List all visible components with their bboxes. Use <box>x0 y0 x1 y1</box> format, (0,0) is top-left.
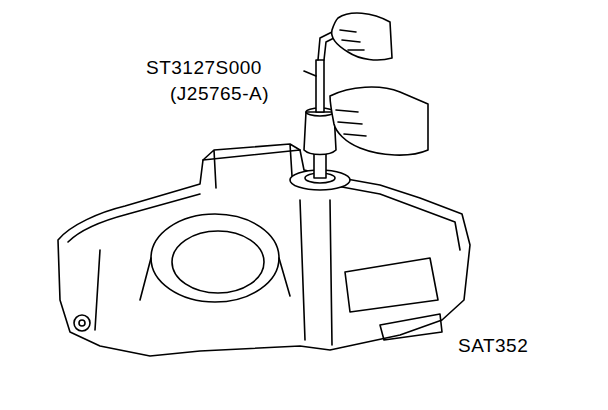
tool-number: (J25765-A) <box>170 84 269 105</box>
case-window <box>380 314 442 340</box>
case-window <box>345 258 438 312</box>
case-rib <box>95 200 332 345</box>
bolt <box>79 320 85 326</box>
hand-fingers <box>336 110 366 136</box>
hand-fingers <box>340 30 364 50</box>
case-outline <box>58 150 470 356</box>
figure-code: SAT352 <box>458 336 528 357</box>
tool-stem <box>316 60 324 112</box>
bell-inner <box>172 231 264 293</box>
case-hump <box>203 144 300 188</box>
flange-edge <box>68 180 460 250</box>
bolt <box>74 315 90 331</box>
leader-line <box>304 71 316 76</box>
tool-body <box>304 112 336 155</box>
part-number: ST3127S000 <box>146 58 262 79</box>
hand <box>330 87 428 155</box>
bell-rib <box>140 258 290 300</box>
bell-opening <box>151 214 279 302</box>
hand <box>332 13 392 60</box>
